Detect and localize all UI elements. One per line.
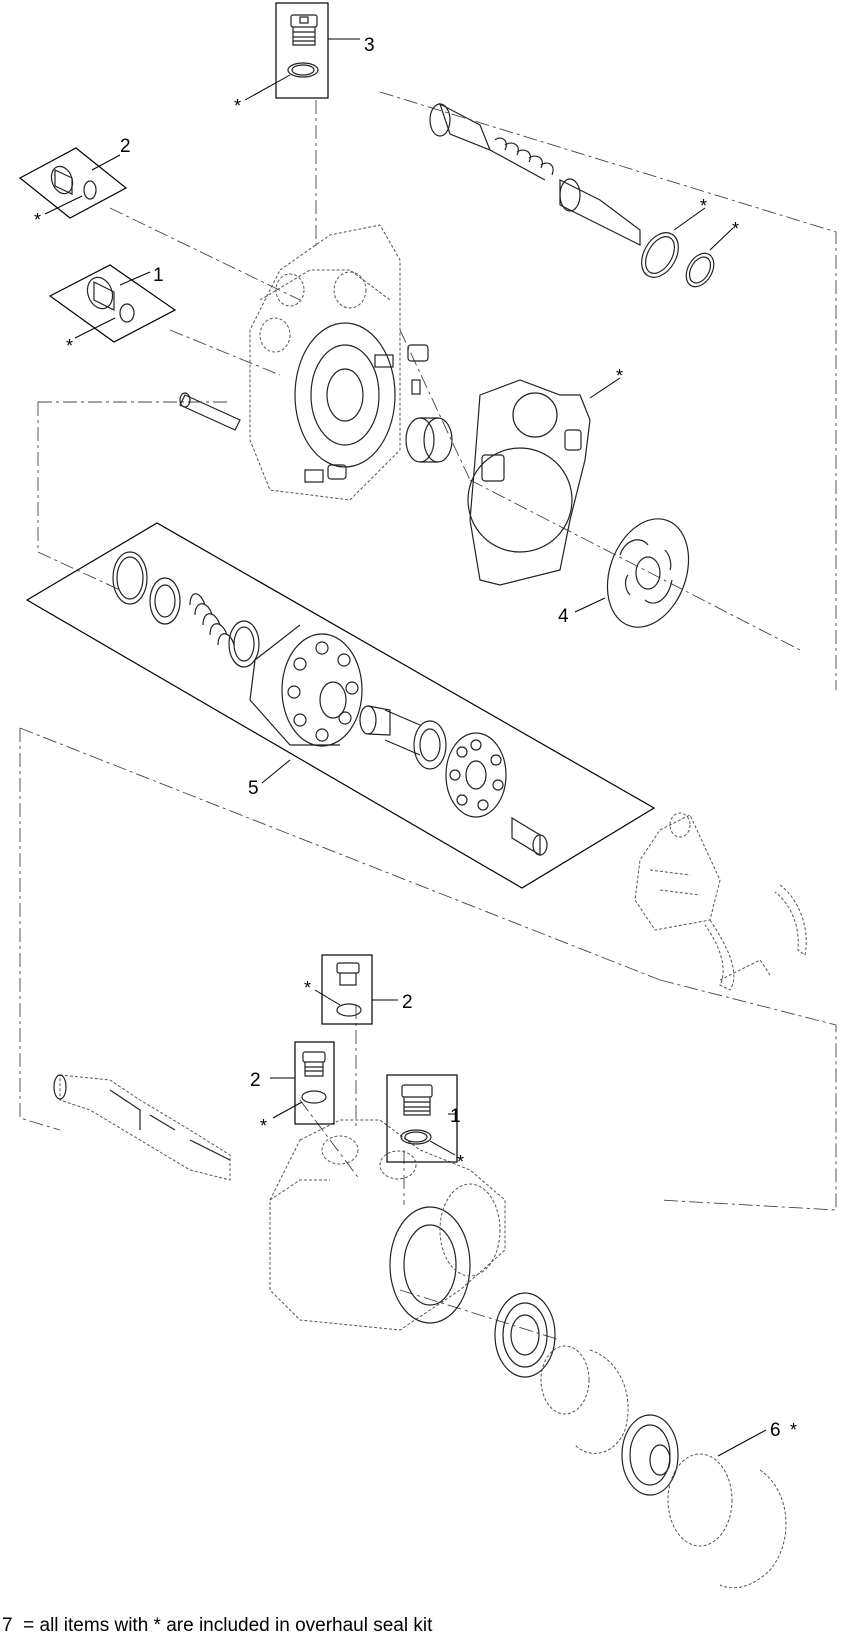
footnote-number: 7 [2, 1615, 13, 1636]
star-leader [589, 377, 621, 399]
star-leader [709, 227, 734, 251]
drive-shaft [53, 1074, 231, 1181]
star-marker: * [234, 96, 241, 116]
callout-box-2-upper [18, 147, 128, 219]
rotating-group [112, 551, 548, 857]
assembly-centerlines [19, 91, 837, 1341]
callout-box-1-lower [386, 1074, 458, 1163]
callout-2-upper: 2 [120, 136, 131, 157]
star-marker: * [790, 1420, 797, 1440]
spool-o-rings [641, 232, 715, 288]
footnote-text: = all items with * are included in overh… [23, 1615, 433, 1636]
callout-box-1-upper [48, 264, 177, 343]
callout-5: 5 [248, 778, 259, 799]
lower-bearing-and-seals [494, 1292, 787, 1589]
upper-small-parts [179, 344, 453, 480]
star-marker: * [616, 366, 623, 386]
swashplate-and-shells [634, 812, 807, 991]
valve-plate [606, 518, 690, 628]
star-marker: * [732, 219, 739, 239]
star-marker: * [304, 978, 311, 998]
callout-6-leader [717, 1429, 767, 1457]
star-marker: * [34, 210, 41, 230]
star-marker: * [700, 196, 707, 216]
callout-box-2-lower-left [270, 1041, 335, 1125]
gasket [467, 379, 591, 586]
upper-housing [249, 224, 401, 501]
callout-box-3 [244, 2, 360, 101]
valve-spool-assembly [429, 102, 641, 246]
callout-2-lower-right: 2 [402, 992, 413, 1013]
callout-2-lower-left: 2 [250, 1070, 261, 1091]
callout-box-5 [25, 522, 656, 889]
star-marker: * [260, 1116, 267, 1136]
footnote: 7 = all items with * are included in ove… [2, 1615, 432, 1637]
lower-housing [269, 1119, 506, 1331]
star-marker: * [457, 1152, 464, 1172]
callout-4-leader [574, 597, 606, 613]
callout-6: 6 [770, 1420, 781, 1441]
star-marker: * [66, 336, 73, 356]
callout-3: 3 [364, 35, 375, 56]
callout-4: 4 [558, 606, 569, 627]
callout-box-2-lower-right [314, 954, 398, 1025]
callout-1-upper: 1 [153, 265, 164, 286]
star-leader [673, 207, 706, 231]
callout-1-lower: 1 [450, 1106, 461, 1127]
